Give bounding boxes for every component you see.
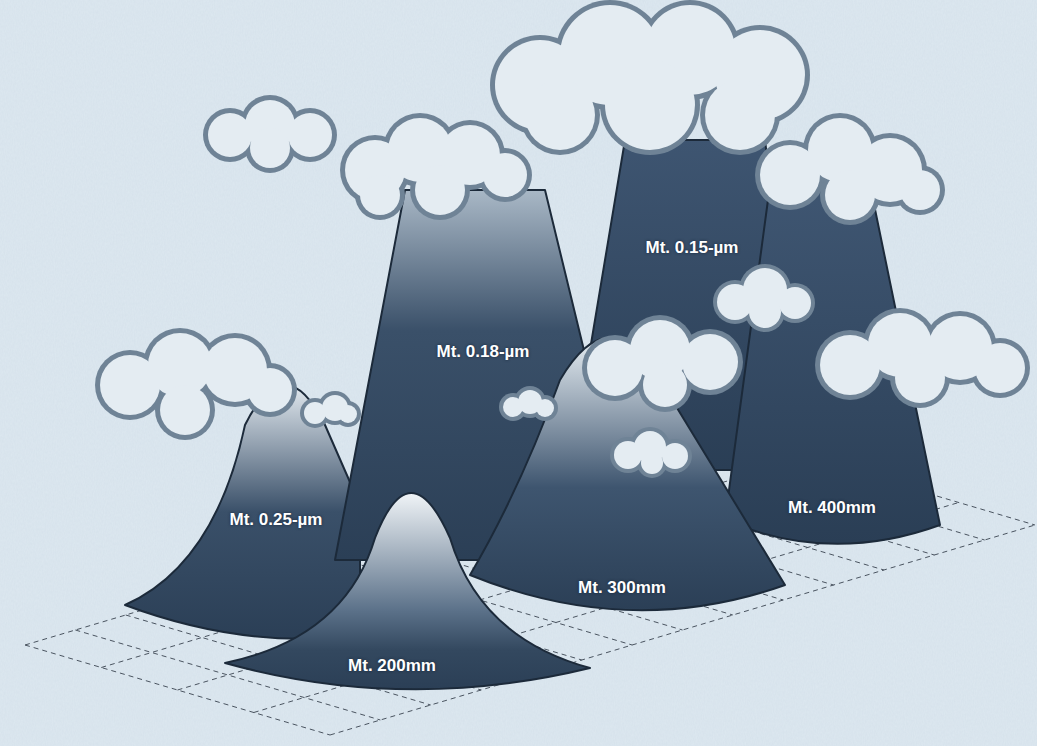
mountain-outline <box>125 385 360 639</box>
mountain-label: Mt. 0.25-µm <box>230 510 323 530</box>
mountain-label: Mt. 200mm <box>348 656 436 676</box>
mountain: Mt. 400mm <box>720 170 945 555</box>
mountain-shape <box>460 320 790 620</box>
mountain-label: Mt. 0.18-µm <box>437 342 530 362</box>
mountain-shape <box>125 365 360 645</box>
mountain-outline <box>470 338 785 611</box>
mountain-label: Mt. 0.15-µm <box>646 238 739 258</box>
cloud-fills <box>100 5 1025 474</box>
mountain: Mt. 0.25-µm <box>125 365 360 645</box>
mountain-label: Mt. 300mm <box>578 578 666 598</box>
cloud-outlines <box>95 0 1030 478</box>
mountain-outline <box>725 185 940 544</box>
mountain-outline <box>225 493 590 689</box>
mountain-shape <box>720 170 945 555</box>
mountain: Mt. 300mm <box>460 320 790 620</box>
mountain-label: Mt. 400mm <box>788 498 876 518</box>
